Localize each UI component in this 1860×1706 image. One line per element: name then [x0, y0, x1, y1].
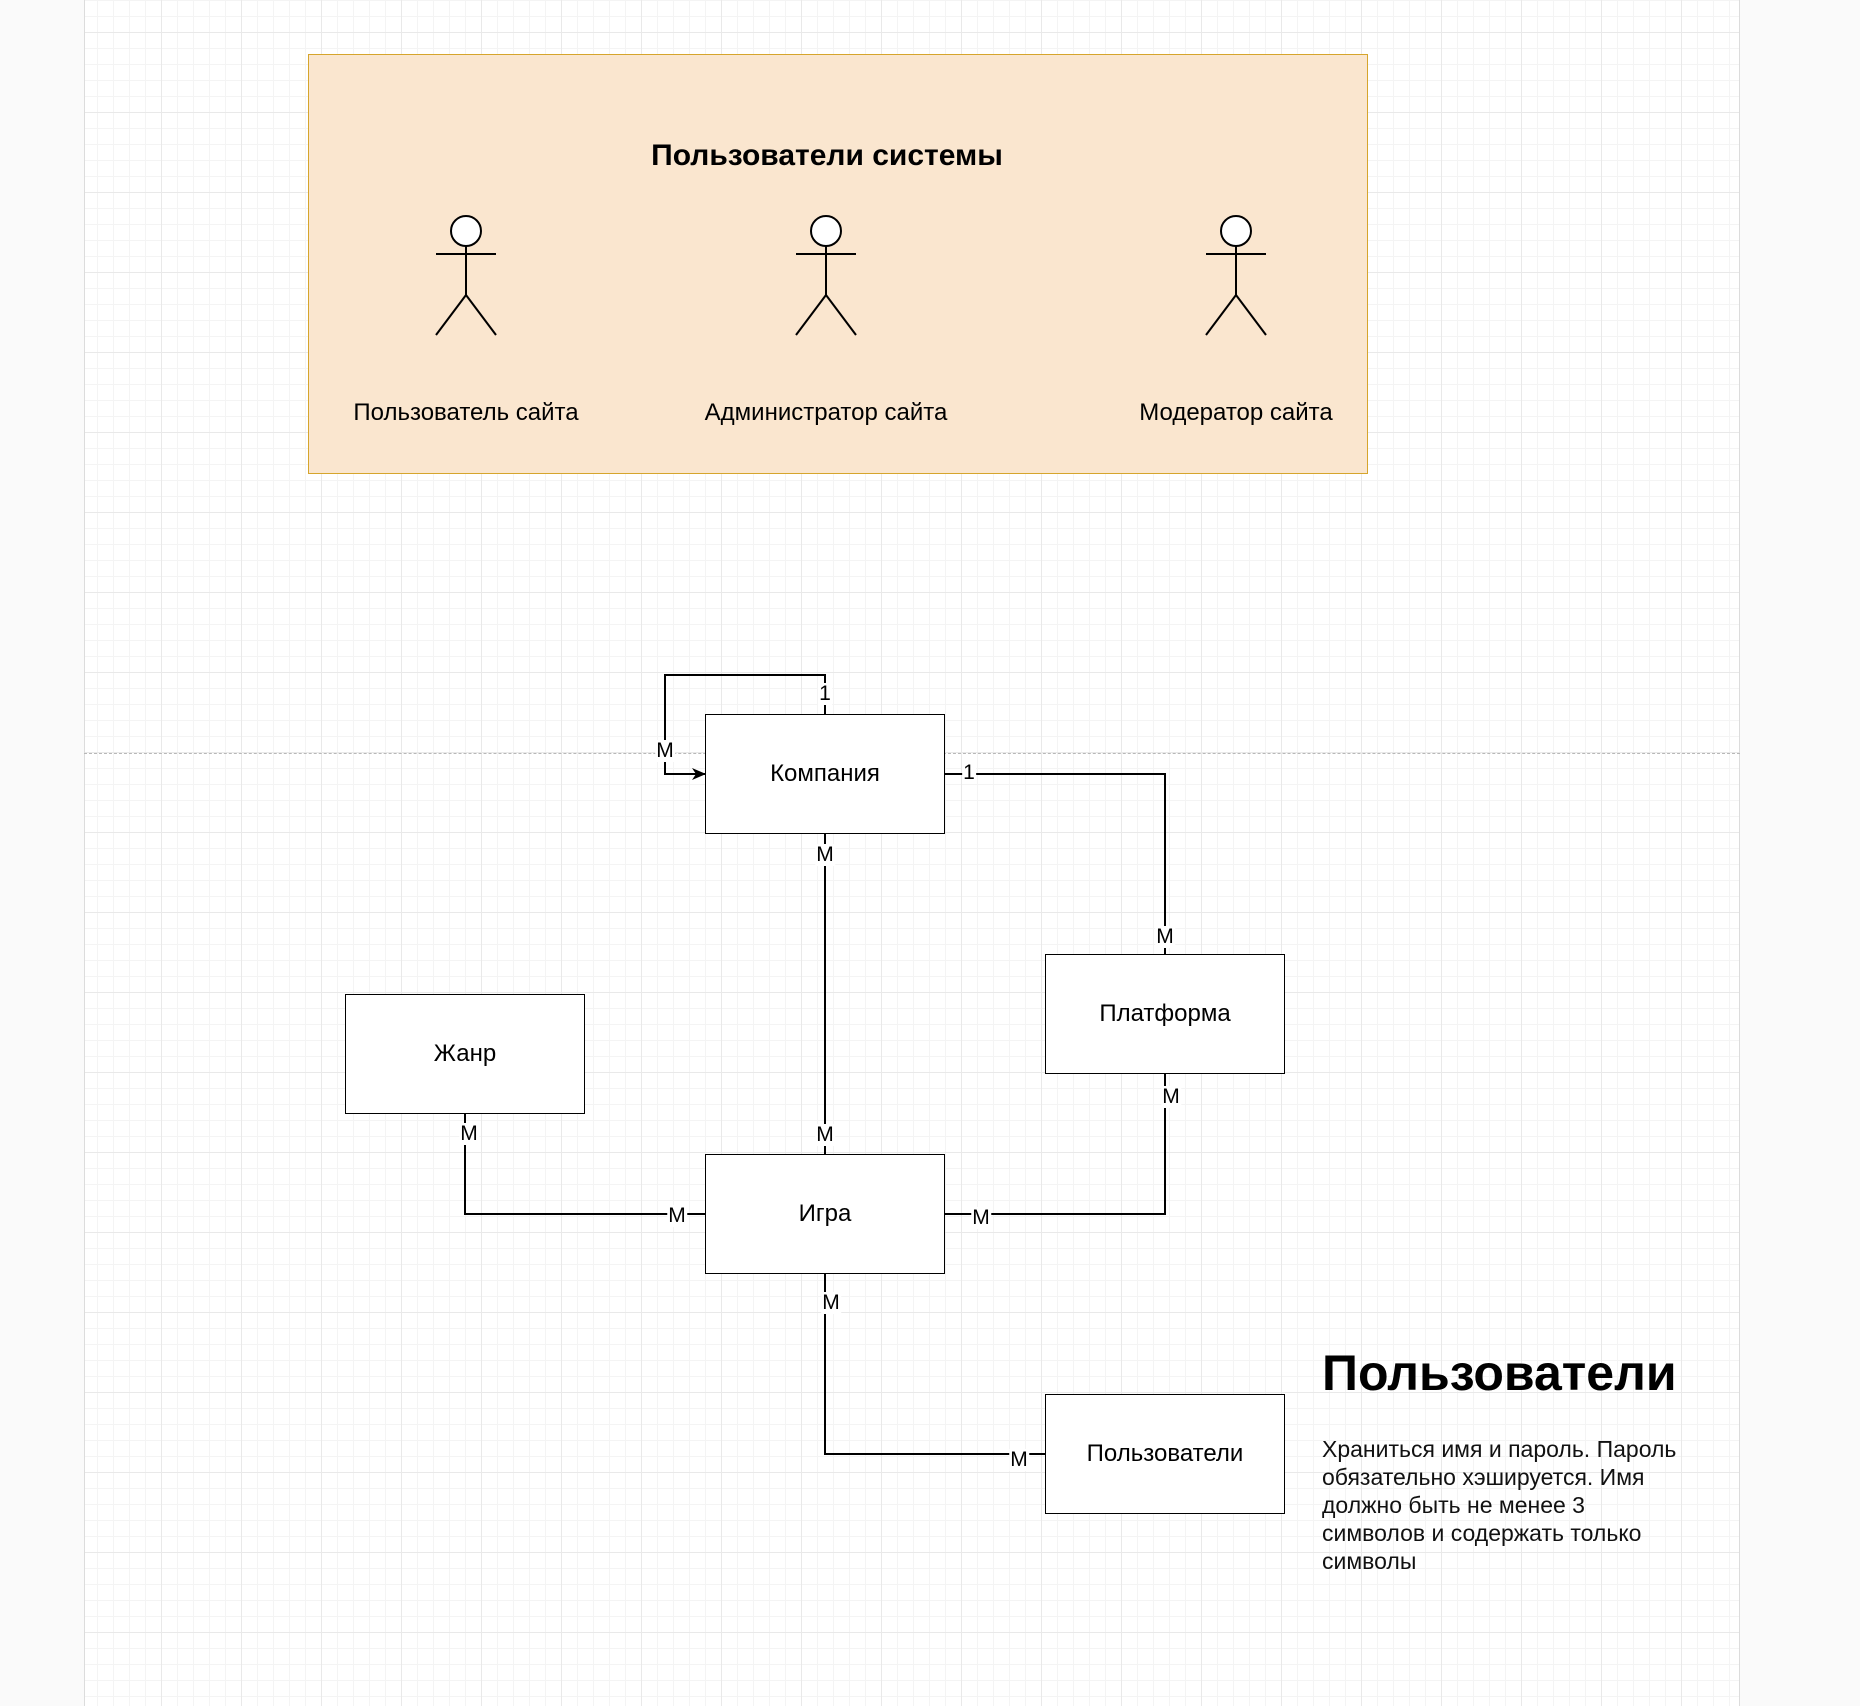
actor-icon[interactable] — [435, 215, 497, 336]
actor-label-site-admin: Администратор сайта — [704, 399, 948, 426]
edge-game-users[interactable] — [824, 1274, 1045, 1455]
multiplicity-label: 1 — [818, 682, 832, 705]
multiplicity-label: M — [655, 739, 675, 762]
multiplicity-label: M — [459, 1122, 479, 1145]
container-title: Пользователи системы — [651, 139, 1003, 172]
multiplicity-label: M — [821, 1291, 841, 1314]
actor-icon[interactable] — [795, 215, 857, 336]
entity-genre[interactable]: Жанр — [345, 994, 585, 1114]
edge-company-platform[interactable] — [945, 773, 1166, 954]
entity-users[interactable]: Пользователи — [1045, 1394, 1285, 1514]
multiplicity-label: 1 — [962, 761, 976, 784]
multiplicity-label: M — [815, 843, 835, 866]
multiplicity-label: M — [1155, 925, 1175, 948]
multiplicity-label: M — [667, 1204, 687, 1227]
actor-label-site-user: Пользователь сайта — [353, 399, 579, 426]
edge-platform-game[interactable] — [945, 1074, 1166, 1215]
entity-game[interactable]: Игра — [705, 1154, 945, 1274]
multiplicity-label: M — [971, 1206, 991, 1229]
actor-figures — [435, 215, 1267, 336]
edge-genre-game[interactable] — [464, 1114, 705, 1215]
actor-icon[interactable] — [1205, 215, 1267, 336]
multiplicity-label: M — [1161, 1085, 1181, 1108]
entity-company[interactable]: Компания — [705, 714, 945, 834]
actor-label-site-moderator: Модератор сайта — [1139, 399, 1333, 426]
multiplicity-label: M — [1009, 1448, 1029, 1471]
multiplicity-label: M — [815, 1123, 835, 1146]
system-users-container[interactable]: Пользователи системы Пользователь сайта … — [308, 54, 1368, 474]
entity-platform[interactable]: Платформа — [1045, 954, 1285, 1074]
note-heading[interactable]: Пользователи — [1322, 1345, 1677, 1401]
note-body[interactable]: Храниться имя и пароль. Пароль обязатель… — [1322, 1436, 1677, 1574]
